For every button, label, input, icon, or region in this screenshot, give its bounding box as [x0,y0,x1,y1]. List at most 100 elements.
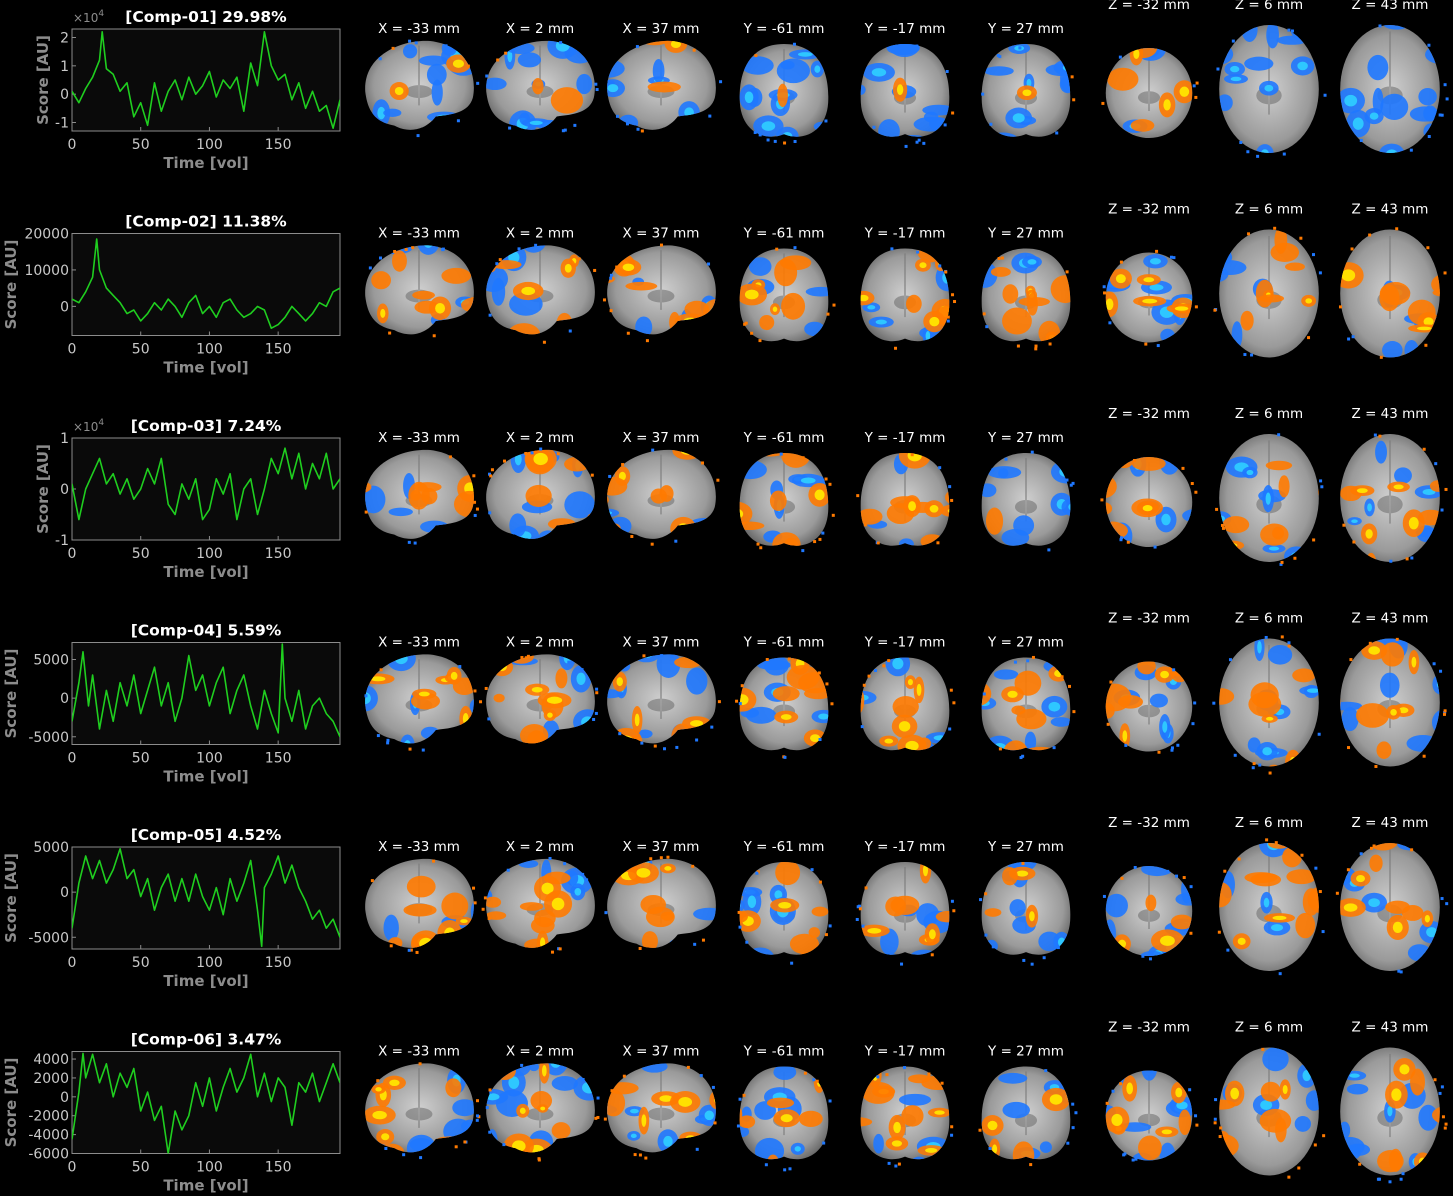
y-tick-label: 5000 [33,840,69,856]
x-tick-label: 50 [132,955,150,971]
activation-overlay [1105,254,1193,343]
brain-slice: Y = 27 mm [981,21,1076,137]
brain-slice: X = 37 mm [602,226,716,343]
activation-overlay [1340,638,1440,759]
brain-slice: Y = 27 mm [981,226,1071,351]
x-tick-label: 50 [132,1160,150,1176]
brain-slice: X = -33 mm [364,635,483,752]
slice-coordinate-label: Y = 27 mm [987,430,1064,446]
activation-overlay [486,1063,595,1153]
brain-slice: X = -33 mm [365,226,474,338]
activation-overlay [860,862,950,955]
brain-slice: X = 2 mm [485,1044,600,1162]
brain-slice: Z = 6 mm [1217,815,1325,976]
timecourse-line [72,643,340,738]
y-tick-label: 0 [60,482,69,498]
activation-overlay [1219,456,1319,562]
x-axis-label: Time [vol] [163,972,248,990]
x-tick-label: 0 [68,751,77,767]
axis-exponent-label: ×104 [73,418,104,434]
slice-coordinate-label: Z = -32 mm [1108,1020,1190,1036]
x-tick-label: 0 [68,955,77,971]
plot-axes-box [71,846,341,950]
x-tick-label: 150 [265,955,292,971]
x-tick-label: 50 [132,342,150,358]
x-axis-label: Time [vol] [163,768,248,786]
brain-slice: X = -33 mm [365,839,477,954]
x-axis-label: Time [vol] [163,563,248,581]
timecourse-line [72,1052,340,1154]
activation-overlay [1219,638,1319,767]
slice-coordinate-label: Z = 6 mm [1235,406,1303,422]
x-tick-label: 100 [196,137,223,153]
y-tick-label: -4000 [28,1128,69,1144]
slice-coordinate-label: Z = -32 mm [1108,0,1190,13]
brain-slice: X = 2 mm [485,21,599,133]
brain-slice: Z = 43 mm [1340,406,1448,563]
component-title: [Comp-01] 29.98% [125,8,287,26]
y-tick-label: 1 [60,431,69,447]
slice-coordinate-label: Y = -17 mm [864,21,946,37]
slice-coordinate-label: X = 2 mm [506,21,574,37]
activation-overlay [739,657,829,747]
slice-coordinate-label: Z = -32 mm [1108,611,1190,627]
slice-coordinate-label: X = 37 mm [623,430,700,446]
x-tick-label: 150 [265,751,292,767]
x-tick-label: 150 [265,342,292,358]
slice-coordinate-label: Z = 6 mm [1235,815,1303,831]
slice-coordinate-label: Z = -32 mm [1108,406,1190,422]
brain-slice: Y = -61 mm [737,839,832,965]
slice-coordinate-label: Y = 27 mm [987,21,1064,37]
x-tick-label: 50 [132,546,150,562]
component-title: [Comp-03] 7.24% [131,417,282,435]
slice-coordinate-label: X = 2 mm [506,1044,574,1060]
brain-slice: Z = 43 mm [1340,1020,1448,1184]
slice-coordinate-label: Y = -61 mm [743,226,825,242]
axis-exponent-power: 4 [98,9,104,19]
activation-overlay [607,1063,716,1153]
slice-coordinate-label: Z = 43 mm [1352,0,1429,13]
brain-slice: X = 2 mm [484,635,599,744]
x-tick-label: 0 [68,546,77,562]
slice-coordinate-label: Z = 43 mm [1352,815,1429,831]
brain-slice: Z = -32 mm [1101,0,1199,138]
brain-slice: Z = 43 mm [1335,815,1449,974]
brain-slice: Y = 27 mm [978,1044,1078,1167]
y-tick-label: 0 [60,691,69,707]
slice-coordinate-label: Y = -61 mm [743,635,825,651]
brain-slice: Z = -32 mm [1102,202,1198,348]
slice-coordinate-label: X = -33 mm [378,839,460,855]
brain-slice: Y = -61 mm [739,226,836,343]
brain-slice: X = 37 mm [607,430,720,546]
x-tick-label: 150 [265,546,292,562]
component-title: [Comp-04] 5.59% [131,622,282,640]
y-tick-label: -5000 [28,730,69,746]
slice-coordinate-label: Z = 6 mm [1235,202,1303,218]
slice-coordinate-label: Y = 27 mm [987,635,1064,651]
slice-coordinate-label: X = 37 mm [623,839,700,855]
slice-coordinate-label: X = -33 mm [378,1044,460,1060]
timecourse-line [72,847,340,948]
slice-coordinate-label: Y = -17 mm [864,226,946,242]
brain-slice: Y = -17 mm [860,1044,954,1168]
brain-slice: Z = 43 mm [1338,202,1447,359]
y-tick-label: 0 [60,885,69,901]
slice-coordinate-label: X = -33 mm [378,430,460,446]
slice-coordinate-label: Y = -17 mm [864,635,946,651]
y-tick-label: -6000 [28,1147,69,1163]
component-title: [Comp-06] 3.47% [131,1031,282,1049]
brain-slice: Z = 43 mm [1340,611,1447,768]
y-tick-label: 0 [60,299,69,315]
plot-axes-box [71,1051,341,1154]
activation-overlay [486,40,595,130]
activation-overlay [739,49,829,137]
activation-overlay [860,44,950,137]
y-axis-label: Score [AU] [2,1058,20,1148]
activation-overlay [739,862,829,955]
